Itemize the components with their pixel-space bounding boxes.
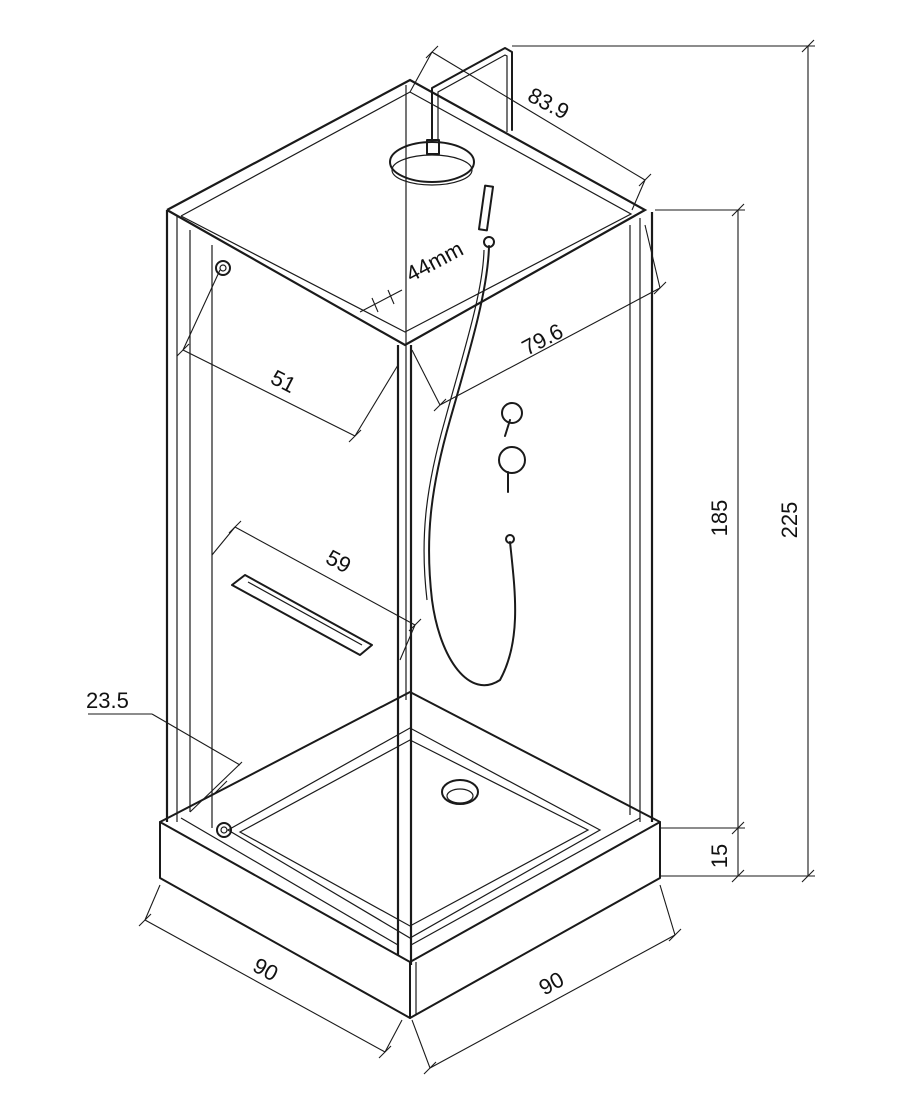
dim-59-ext-left (211, 526, 236, 556)
dim-51-ext-left (182, 269, 221, 351)
dim-23-5-leader-diag (151, 713, 241, 766)
right-bottom-rail (410, 817, 641, 946)
rain-arm-pipe (431, 47, 513, 141)
dim-90-right-ext-left (411, 1019, 431, 1069)
dim-44mm-tick-right (387, 289, 395, 305)
diverter-lever (504, 419, 511, 437)
label-tray-height: 15 (707, 844, 732, 868)
dim-51-ext-right (354, 364, 399, 437)
dim-79-6-tick-left (433, 398, 447, 412)
towel-bar-inner (247, 581, 363, 646)
shower-hose (428, 245, 517, 687)
dim-90-left-tick-right (378, 1045, 392, 1059)
dim-90-left-ext-left (144, 884, 161, 921)
tray-basin-inner (238, 739, 590, 927)
dim-225-tick-bottom (801, 869, 815, 883)
dim-79-6-line (439, 287, 661, 406)
dim-90-left-line (144, 919, 386, 1053)
shower-fittings (215, 47, 526, 838)
hand-shower-icon (477, 184, 495, 232)
hinge-bottom-inner (220, 826, 228, 834)
dim-90-right-tick-left (423, 1061, 437, 1075)
shower-tray (159, 691, 661, 1019)
dim-59-tick-right (408, 618, 422, 632)
dim-59-ext-right (399, 624, 416, 661)
tray-basin (226, 727, 602, 939)
dim-83-9-ext-right (631, 179, 646, 211)
dim-51-line (182, 349, 356, 437)
dim-79-6-ext-right (644, 224, 661, 289)
dim-83-9-ext-left (409, 51, 433, 93)
dim-23-5-tick (214, 780, 228, 794)
label-top-depth: 79.6 (518, 318, 568, 360)
dim-51-tick-right (348, 429, 362, 443)
label-panel-height: 185 (707, 500, 732, 537)
dim-79-6-ext-left (411, 349, 441, 406)
top-rim-inner (180, 91, 633, 333)
cabin-structure (165, 78, 654, 965)
towel-bar-icon (231, 574, 373, 656)
rain-head-connector (426, 139, 440, 155)
dimension-lines (88, 39, 815, 1075)
diverter-knob-icon (501, 402, 523, 424)
drain-inner (446, 788, 474, 804)
rain-shower-head-icon (389, 141, 475, 183)
label-door-bottom: 59 (322, 545, 355, 579)
hinge-bottom-icon (216, 822, 232, 838)
hinge-top-inner (219, 264, 227, 272)
label-rain-arm: 83.9 (524, 82, 574, 124)
dim-225-tick-top (801, 39, 815, 53)
label-door-top: 51 (267, 365, 300, 398)
rain-head-underside (391, 154, 473, 186)
dim-79-6-tick-right (653, 281, 667, 295)
label-corner-gap: 44mm (402, 236, 468, 287)
dim-51-tick-left (176, 343, 190, 357)
dim-90-left-tick-left (138, 913, 152, 927)
dimension-labels: 225 185 15 83.9 79.6 44mm 51 59 23.5 90 … (86, 82, 802, 1000)
mixer-knob-icon (498, 446, 526, 474)
label-total-height: 225 (777, 502, 802, 539)
dim-44mm-line (359, 289, 403, 313)
dim-59-line (234, 526, 416, 626)
rain-arm-pipe-inner (437, 54, 508, 140)
dim-44mm-tick-left (371, 297, 379, 313)
shower-hose-inner (423, 249, 485, 601)
drain-icon (441, 779, 479, 805)
dim-59-tick-left (228, 520, 242, 534)
dim-90-right-ext-right (659, 884, 676, 936)
dim-90-left-ext-right (384, 1019, 403, 1053)
top-rim-outer (166, 78, 648, 347)
label-tray-offset: 23.5 (86, 688, 129, 713)
dim-90-right-tick-right (668, 928, 682, 942)
hose-connector-icon (505, 534, 515, 544)
dim-23-5-line (189, 761, 243, 813)
label-width-left: 90 (249, 953, 283, 987)
dim-15-tick-bottom (731, 869, 745, 883)
dim-83-9-line (431, 51, 646, 181)
dim-83-9-tick-right (638, 173, 652, 187)
door-bottom-rail (180, 817, 399, 946)
dim-90-right-line (429, 934, 676, 1069)
dim-83-9-tick-left (425, 45, 439, 59)
dim-185-tick-top (731, 203, 745, 217)
hinge-top-icon (215, 260, 231, 276)
